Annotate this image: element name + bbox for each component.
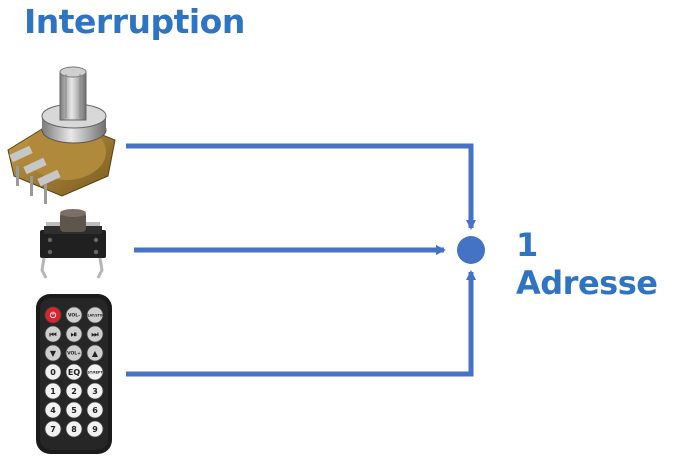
remote-key-circle [44, 344, 62, 362]
remote-key-label: ▲ [92, 349, 99, 358]
remote-key: 1 [44, 382, 62, 400]
remote-key-label: 6 [92, 406, 98, 415]
remote-key-label: ⏯ [71, 330, 77, 339]
remote-key-label: ST/REPT [88, 371, 104, 375]
remote-key: EQ [65, 363, 83, 381]
remote-key-circle [86, 325, 104, 343]
connection-arrows [126, 143, 476, 377]
remote-key-label: VOL+ [67, 351, 81, 357]
remote-key-label: VOL- [68, 313, 80, 319]
remote-key: 9 [86, 420, 104, 438]
remote-key: VOL- [65, 306, 83, 324]
remote-key-circle [65, 306, 83, 324]
remote-key-circle [86, 401, 104, 419]
remote-key-circle [86, 363, 104, 381]
remote-key: 5 [65, 401, 83, 419]
remote-key-circle [86, 306, 104, 324]
remote-key: ▼ [44, 344, 62, 362]
remote-key: VOL+ [65, 344, 83, 362]
page-title: Interruption [24, 2, 245, 41]
remote-key: 8 [65, 420, 83, 438]
remote-key: 7 [44, 420, 62, 438]
remote-key-circle [86, 420, 104, 438]
remote-key-circle [65, 344, 83, 362]
address-dot [457, 236, 485, 264]
remote-key-circle [86, 382, 104, 400]
potentiometer-image [7, 66, 116, 204]
ir-remote-image: ⏻ VOL- PLAY/STOP ⏮ ⏯ ⏭ ▼ VOL+ ▲ 0 EQ ST/REPT 1 2 3 4 5 6 7… [36, 294, 112, 454]
remote-key-label: 5 [71, 406, 77, 415]
push-button-image [40, 209, 106, 279]
remote-key: 2 [65, 382, 83, 400]
remote-key-circle [65, 420, 83, 438]
remote-key-label: 8 [71, 425, 77, 434]
remote-key-label: 9 [92, 425, 98, 434]
remote-key: 3 [86, 382, 104, 400]
remote-key-circle [44, 382, 62, 400]
remote-key: ⏭ [86, 325, 104, 343]
remote-key-label: 1 [50, 387, 56, 396]
arrow-from-potentiometer [126, 143, 476, 230]
address-label: 1 Adresse [516, 226, 658, 302]
remote-key-label: 7 [50, 425, 56, 434]
remote-key-label: 4 [50, 406, 56, 415]
arrow-from-remote [126, 270, 476, 377]
remote-key-label: ⏮ [49, 330, 56, 339]
remote-key: 0 [44, 363, 62, 381]
remote-key: ⏯ [65, 325, 83, 343]
remote-key-label: ⏭ [91, 330, 99, 339]
remote-key-label: EQ [68, 368, 80, 377]
remote-key-circle [65, 401, 83, 419]
remote-key: 6 [86, 401, 104, 419]
remote-key: ⏻ [44, 306, 62, 324]
remote-key-label: PLAY/STOP [85, 314, 105, 318]
remote-key: PLAY/STOP [85, 306, 105, 324]
remote-key-circle [65, 382, 83, 400]
remote-key-circle [44, 401, 62, 419]
remote-key: ▲ [86, 344, 104, 362]
remote-key-circle [44, 306, 62, 324]
remote-key-label: ⏻ [50, 311, 57, 320]
remote-key-circle [44, 325, 62, 343]
remote-key: 4 [44, 401, 62, 419]
remote-key-label: ▼ [50, 349, 57, 358]
remote-key-circle [65, 363, 83, 381]
remote-key-circle [86, 344, 104, 362]
remote-key-label: 2 [71, 387, 77, 396]
remote-key: ⏮ [44, 325, 62, 343]
remote-key-circle [44, 420, 62, 438]
remote-key: ST/REPT [86, 363, 104, 381]
remote-key-label: 3 [92, 387, 98, 396]
remote-key-label: 0 [50, 368, 56, 377]
remote-key-circle [44, 363, 62, 381]
remote-key-circle [65, 325, 83, 343]
